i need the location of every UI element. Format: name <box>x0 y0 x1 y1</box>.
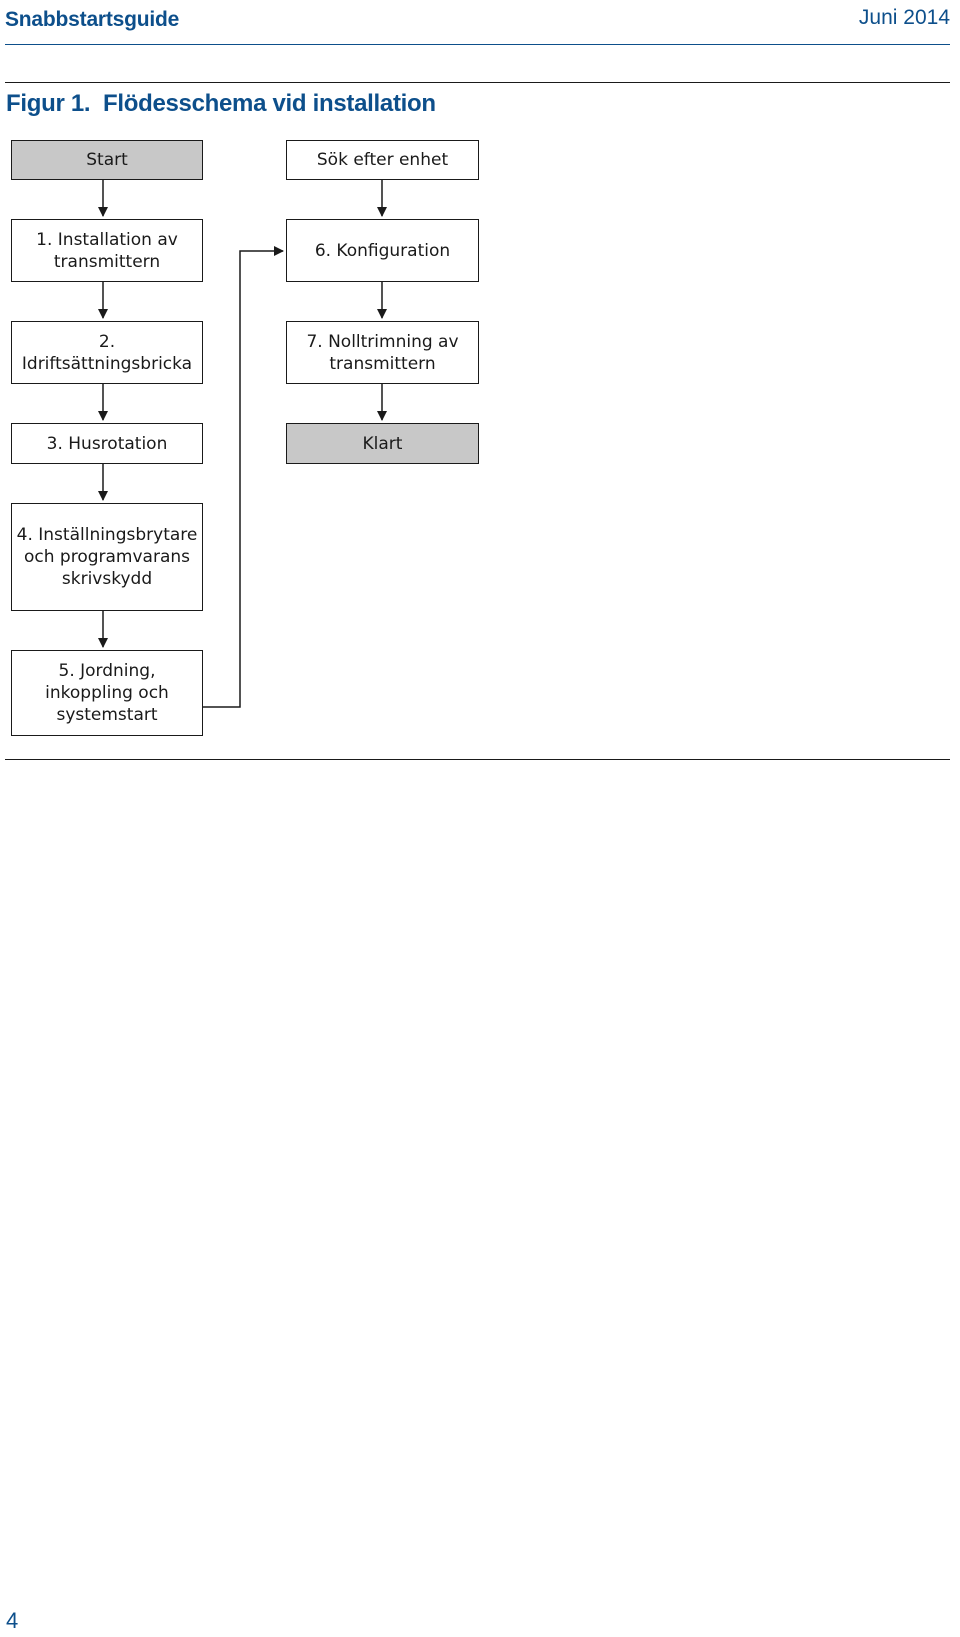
flow-box-step2: 2. Idriftsättningsbricka <box>11 321 203 384</box>
flow-box-start-label: Start <box>86 150 128 170</box>
document-title: Snabbstartsguide <box>5 8 180 31</box>
flow-box-step6-label: 6. Konfiguration <box>314 240 451 261</box>
flow-box-step2-label: 2. Idriftsättningsbricka <box>21 331 193 374</box>
flow-box-step5-label: 5. Jordning, inkoppling och systemstart <box>45 661 169 725</box>
flow-box-step6: 6. Konfiguration <box>286 219 479 282</box>
flow-box-step5: 5. Jordning, inkoppling och systemstart <box>11 650 203 736</box>
flow-box-step3-label: 3. Husrotation <box>46 433 168 454</box>
flow-box-done: Klart <box>286 423 479 464</box>
flow-box-step3: 3. Husrotation <box>11 423 203 464</box>
figure-bottom-rule <box>5 759 950 760</box>
flow-box-step7: 7. Nolltrimning av transmittern <box>286 321 479 384</box>
flow-box-step7-label: 7. Nolltrimning av transmittern <box>306 331 459 374</box>
flow-box-step1: 1. Installation av transmittern <box>11 219 203 282</box>
figure-top-rule <box>5 82 950 83</box>
flow-box-step1-label: 1. Installation av transmittern <box>36 229 178 272</box>
flow-box-step4: 4. Inställningsbrytare och programvarans… <box>11 503 203 611</box>
arrow-step5-to-step6 <box>203 246 284 708</box>
flow-box-search-device: Sök efter enhet <box>286 140 479 180</box>
flow-box-search-device-label: Sök efter enhet <box>316 150 449 170</box>
figure-title: Figur 1. Flödesschema vid installation <box>6 90 436 117</box>
flow-box-start: Start <box>11 140 203 180</box>
flow-box-done-label: Klart <box>362 433 403 454</box>
document-date: Juni 2014 <box>858 6 950 29</box>
page-number: 4 <box>6 1608 19 1633</box>
flow-box-step4-label: 4. Inställningsbrytare och programvarans… <box>16 525 198 589</box>
header-rule <box>5 44 950 45</box>
